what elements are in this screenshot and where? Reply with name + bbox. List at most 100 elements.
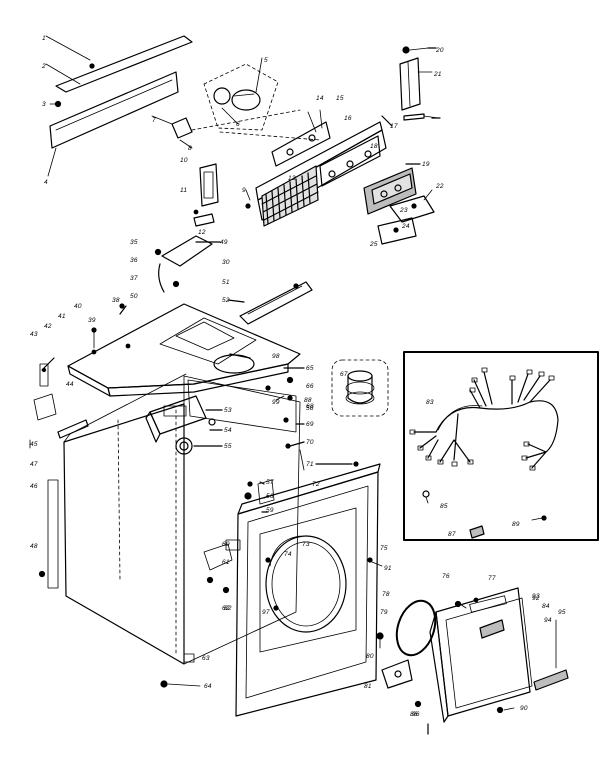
callout-93: 93 [532, 593, 540, 600]
console-back-panel-group [45, 35, 193, 177]
callout-90: 90 [520, 705, 528, 712]
callout-98: 98 [272, 353, 280, 360]
callout-1: 1 [42, 35, 46, 42]
lid-hinge-group [154, 235, 313, 325]
callout-54: 54 [224, 427, 232, 434]
callout-21: 21 [433, 71, 442, 78]
callout-78: 78 [382, 591, 390, 598]
cabinet-left-side [63, 403, 185, 665]
callout-14: 14 [316, 95, 324, 102]
callout-5: 5 [264, 57, 268, 64]
callout-12: 12 [198, 229, 206, 236]
callout-24: 24 [401, 223, 410, 230]
callout-83: 83 [426, 399, 434, 406]
console-top-strip [55, 35, 193, 93]
callout-35: 35 [130, 239, 138, 246]
wiring-harness [435, 400, 559, 453]
callout-84: 84 [542, 603, 550, 610]
callout-82: 82 [224, 605, 232, 612]
callout-41: 41 [58, 313, 66, 320]
door-gasket-group [376, 599, 437, 657]
callout-3: 3 [42, 101, 46, 108]
left-clips-group [33, 363, 89, 439]
inner-bracket-group [145, 395, 216, 455]
switch-plate-group [363, 167, 435, 245]
callout-56: 56 [266, 493, 274, 500]
door-opening [265, 535, 347, 633]
leader-lines [41, 47, 441, 513]
control-panel-group [245, 109, 387, 227]
callout-75: 75 [380, 545, 388, 552]
callout-61: 61 [222, 559, 230, 566]
callout-17: 17 [390, 123, 398, 130]
callout-13: 13 [288, 175, 296, 182]
callout-16: 16 [344, 115, 352, 122]
callout-45: 45 [30, 441, 38, 448]
door-assembly-group [381, 587, 569, 735]
callout-73: 73 [302, 541, 310, 548]
pump-group [265, 359, 389, 417]
callout-48: 48 [30, 543, 38, 550]
callout-76: 76 [442, 573, 450, 580]
callout-67: 67 [340, 371, 348, 378]
callout-47: 47 [30, 461, 38, 468]
callout-36: 36 [130, 257, 138, 264]
callout-11: 11 [180, 187, 187, 194]
callout-8: 8 [188, 145, 192, 152]
callout-30: 30 [222, 259, 230, 266]
front-panel-group [203, 449, 383, 717]
callout-60: 60 [222, 541, 230, 548]
callout-6: 6 [236, 121, 240, 128]
door-handle [479, 619, 505, 639]
door-opening-plate [259, 507, 357, 653]
callout-85: 85 [440, 503, 448, 510]
callout-70: 70 [306, 439, 314, 446]
callout-59: 59 [266, 507, 274, 514]
callout-2: 2 [41, 63, 46, 70]
callout-65: 65 [306, 365, 314, 372]
timer-assembly-group [151, 57, 321, 149]
callout-69: 69 [306, 421, 314, 428]
callout-87: 87 [448, 531, 456, 538]
callout-25: 25 [369, 241, 378, 248]
callout-77: 77 [488, 575, 496, 582]
callout-42: 42 [44, 323, 52, 330]
callout-88: 88 [304, 397, 312, 404]
callout-97: 97 [262, 609, 270, 616]
callout-79: 79 [380, 609, 388, 616]
callout-94: 94 [544, 617, 552, 624]
callout-7: 7 [152, 117, 156, 124]
callout-92: 92 [532, 595, 540, 602]
callout-37: 37 [130, 275, 138, 282]
callout-50: 50 [130, 293, 138, 300]
cabinet-body-group [29, 373, 301, 688]
callout-9: 9 [242, 187, 246, 194]
callout-96: 96 [412, 711, 420, 718]
callout-4: 4 [44, 179, 48, 186]
callout-86: 86 [410, 711, 418, 718]
callout-68: 68 [306, 403, 314, 410]
callout-51: 51 [222, 279, 230, 286]
callout-55: 55 [224, 443, 232, 450]
callout-81: 81 [364, 683, 372, 690]
callout-23: 23 [399, 207, 408, 214]
callout-89: 89 [512, 521, 520, 528]
callout-63: 63 [202, 655, 210, 662]
callout-18: 18 [370, 143, 378, 150]
callout-49: 49 [220, 239, 228, 246]
callout-72: 72 [312, 481, 320, 488]
callout-19: 19 [422, 161, 430, 168]
callout-66: 66 [306, 383, 314, 390]
callout-95: 95 [558, 609, 566, 616]
callout-44: 44 [66, 381, 74, 388]
callout-91: 91 [384, 565, 392, 572]
wiring-harness-inset [403, 351, 599, 541]
callout-46: 46 [30, 483, 38, 490]
callout-22: 22 [435, 183, 444, 190]
callout-58: 58 [306, 405, 314, 412]
door-gasket [395, 599, 437, 657]
callout-71: 71 [306, 461, 314, 468]
callout-64: 64 [204, 683, 212, 690]
callout-62: 62 [222, 605, 230, 612]
callout-labels: 1 2 3 4 5 6 7 8 9 10 11 12 13 14 15 16 1… [30, 35, 566, 718]
